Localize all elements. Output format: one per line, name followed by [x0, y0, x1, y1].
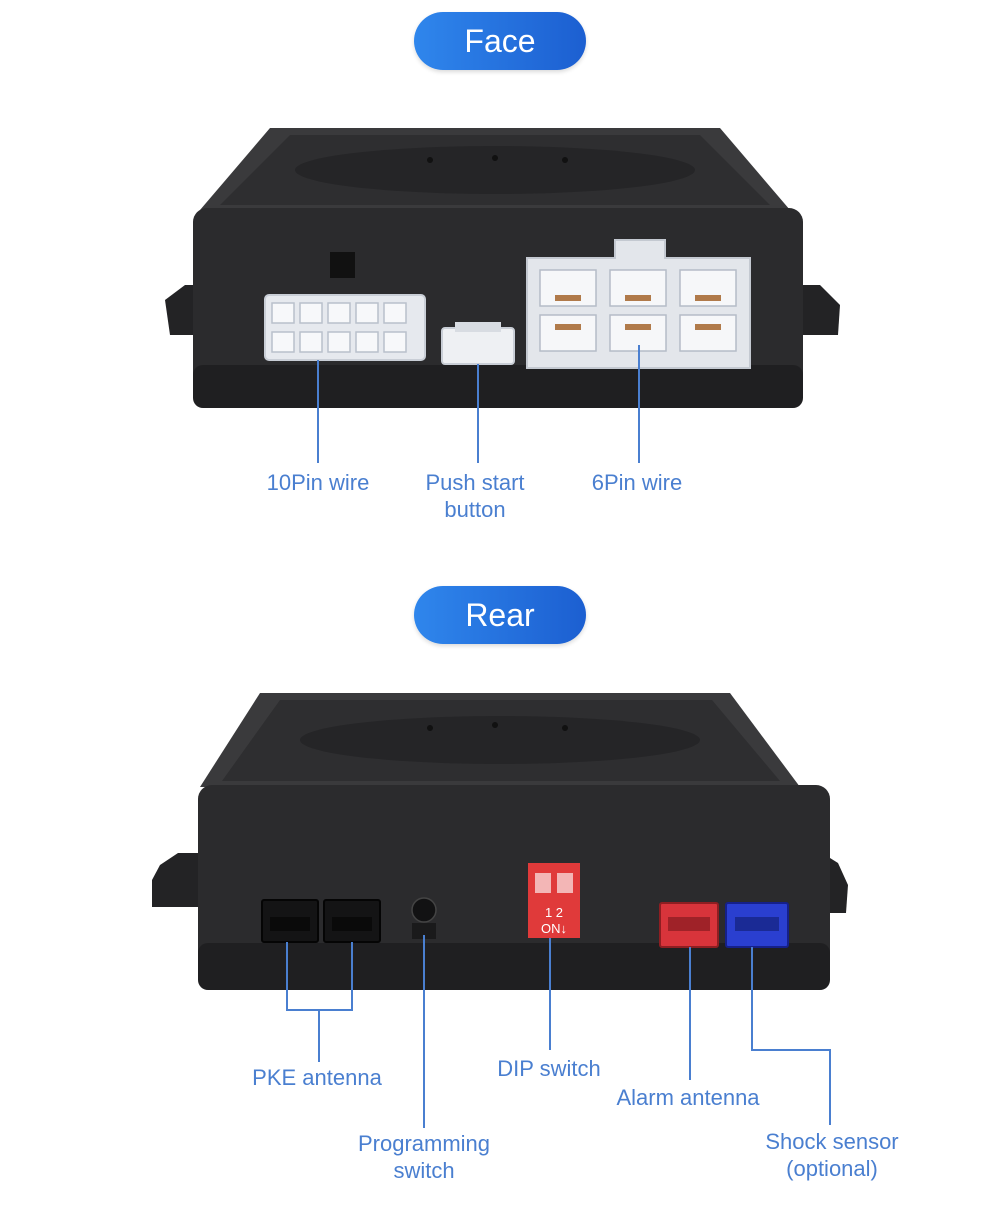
- dip-switch-marks: 1 2: [544, 905, 564, 920]
- label-pke-antenna: PKE antenna: [252, 1065, 382, 1090]
- label-push-start-button: Push start button: [425, 470, 525, 522]
- label-alarm-antenna: Alarm antenna: [616, 1085, 760, 1110]
- rear-title: Rear: [414, 586, 586, 644]
- label-shock-sensor: Shock sensor (optional): [765, 1129, 899, 1181]
- rear-device-image: [152, 693, 848, 990]
- label-10pin-wire: 10Pin wire: [266, 470, 370, 495]
- dip-switch-on-label: ON↓: [541, 921, 567, 936]
- label-dip-switch: DIP switch: [497, 1056, 601, 1081]
- label-programming-switch: Programming switch: [357, 1131, 491, 1183]
- face-leader-lines: [317, 345, 640, 463]
- label-6pin-wire: 6Pin wire: [591, 470, 683, 495]
- face-title: Face: [414, 12, 586, 70]
- face-device-image: [165, 128, 840, 408]
